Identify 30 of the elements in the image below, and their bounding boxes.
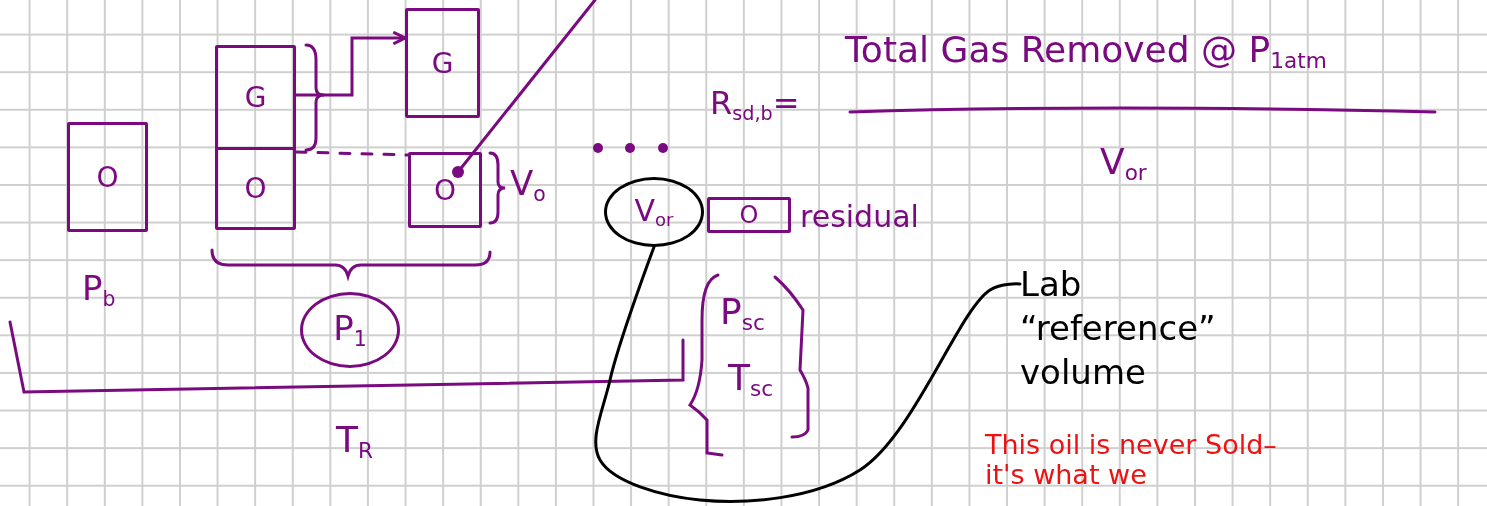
arrow [294, 30, 407, 97]
symbol-label: R$_{sd,b}$= [710, 86, 800, 124]
curved-connector [594, 245, 1022, 503]
cell-label: O [96, 160, 119, 194]
cell-label: O [433, 173, 456, 207]
vessel-box [405, 8, 480, 118]
cell-label: O [739, 201, 759, 229]
leader-line [452, 0, 597, 178]
symbol-label: P$_{sc}$ [720, 292, 765, 336]
cell-label: G [431, 46, 454, 80]
vessel-box [215, 45, 296, 150]
circled-symbol [604, 177, 704, 247]
cell-label: G [244, 81, 267, 114]
annotation-text: Lab “reference” volume [1020, 262, 1270, 412]
vessel-box [215, 147, 296, 230]
note-text: This oil is never Sold– it's what we [985, 430, 1278, 490]
formula-numerator: Total Gas Removed @ P$_{1atm}$ [845, 30, 1327, 74]
side-label: residual [800, 200, 919, 233]
circled-symbol [300, 292, 400, 368]
cell-label: P$_{1}$ [333, 308, 367, 352]
side-label: V$_{o}$ [510, 165, 546, 206]
cell-label: V$_{or}$ [634, 193, 674, 231]
vessel-box [67, 122, 148, 232]
symbol-label: T$_{sc}$ [728, 358, 774, 402]
cell-label: O [244, 172, 267, 205]
side-label: P$_{b}$ [82, 270, 116, 311]
symbol-label: V$_{or}$ [1100, 142, 1147, 186]
symbol-label: T$_{R}$ [336, 420, 373, 464]
vessel-box [408, 152, 482, 228]
vessel-box [707, 197, 791, 233]
